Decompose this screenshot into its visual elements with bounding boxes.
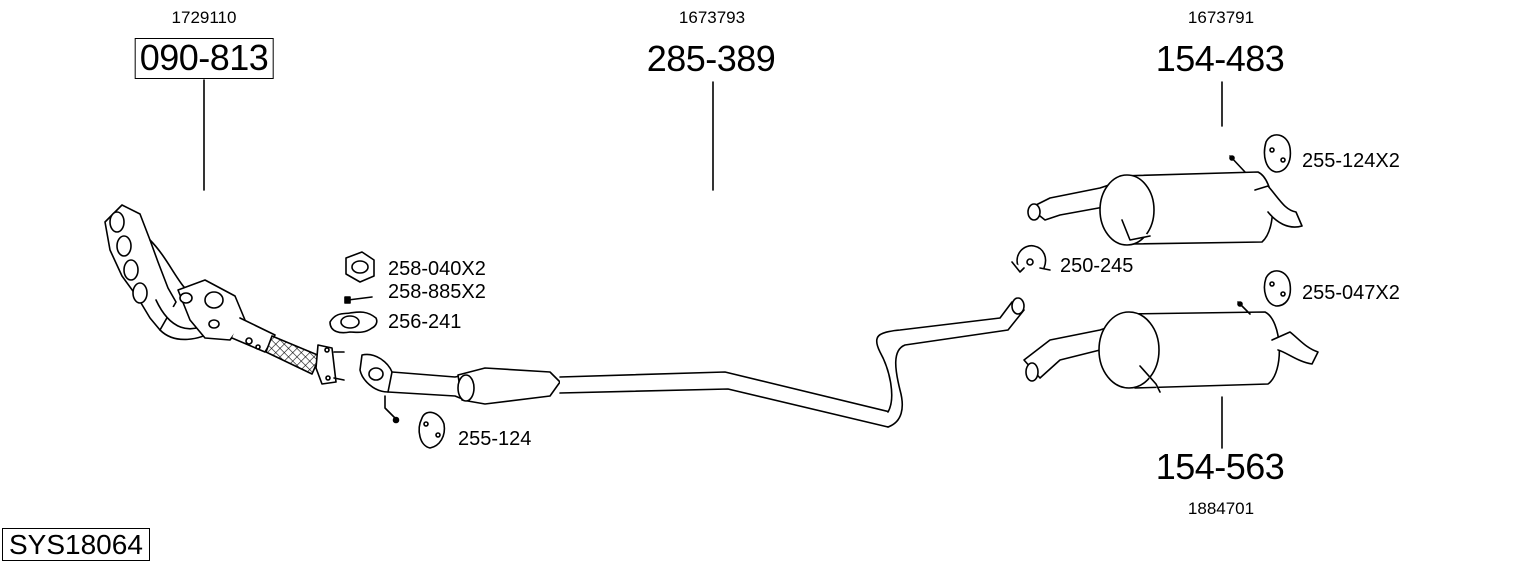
gasket-part-number[interactable]: 256-241 [388, 311, 462, 333]
middle-pipe-drawing [359, 297, 1025, 428]
upper-hanger-part-number[interactable]: 255-124X2 [1302, 150, 1400, 172]
lower-muffler-part-number[interactable]: 154-563 [1155, 446, 1285, 487]
gasket-icon [329, 311, 378, 334]
lower-hanger-part-number[interactable]: 255-047X2 [1302, 282, 1400, 304]
manifold-oem-number: 1729110 [171, 8, 237, 27]
nut-part-number[interactable]: 258-040X2 [388, 258, 486, 280]
front-rubber-hanger-icon [418, 411, 446, 449]
front-hanger-part-number[interactable]: 255-124 [458, 428, 532, 450]
middle-pipe-oem-number: 1673793 [678, 8, 746, 27]
middle-pipe-part-number[interactable]: 285-389 [646, 38, 776, 79]
lower-muffler-oem-number: 1884701 [1187, 499, 1255, 518]
clamp-icon [1011, 244, 1051, 273]
lower-rear-muffler-drawing [1023, 301, 1319, 393]
manifold-part-number[interactable]: 090-813 [134, 38, 274, 79]
exhaust-manifold-drawing [104, 204, 345, 385]
upper-rubber-hanger-icon [1263, 134, 1292, 173]
lower-rubber-hanger-icon [1263, 270, 1292, 307]
clamp-part-number[interactable]: 250-245 [1060, 255, 1134, 277]
stud-part-number[interactable]: 258-885X2 [388, 281, 486, 303]
stud-icon [344, 296, 373, 304]
nut-icon [345, 251, 375, 283]
system-code: SYS18064 [2, 528, 150, 561]
upper-muffler-part-number[interactable]: 154-483 [1155, 38, 1285, 79]
upper-rear-muffler-drawing [1027, 155, 1303, 246]
upper-muffler-oem-number: 1673791 [1187, 8, 1255, 27]
